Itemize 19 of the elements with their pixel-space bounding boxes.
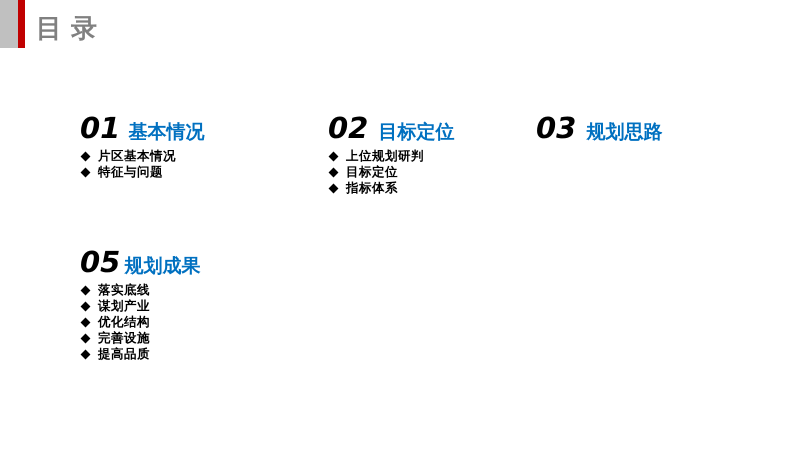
section-heading: 目标定位: [378, 120, 454, 145]
section-number: 05: [80, 246, 120, 278]
section-number: 01: [80, 112, 120, 144]
section-heading: 规划思路: [586, 120, 662, 145]
list-item: 目标定位: [346, 164, 398, 180]
list-item: 优化结构: [98, 314, 150, 330]
list-item: 特征与问题: [98, 164, 163, 180]
section-number: 02: [328, 112, 368, 144]
section-number: 03: [536, 112, 576, 144]
list-item: 完善设施: [98, 330, 150, 346]
section-heading: 基本情况: [128, 120, 204, 145]
list-item: 上位规划研判: [346, 148, 424, 164]
list-item: 谋划产业: [98, 298, 150, 314]
list-item: 指标体系: [346, 180, 398, 196]
page-title: 目 录: [36, 13, 98, 46]
list-item: 落实底线: [98, 282, 150, 298]
list-item: 提高品质: [98, 346, 150, 362]
section-heading: 规划成果: [124, 254, 200, 279]
list-item: 片区基本情况: [98, 148, 176, 164]
